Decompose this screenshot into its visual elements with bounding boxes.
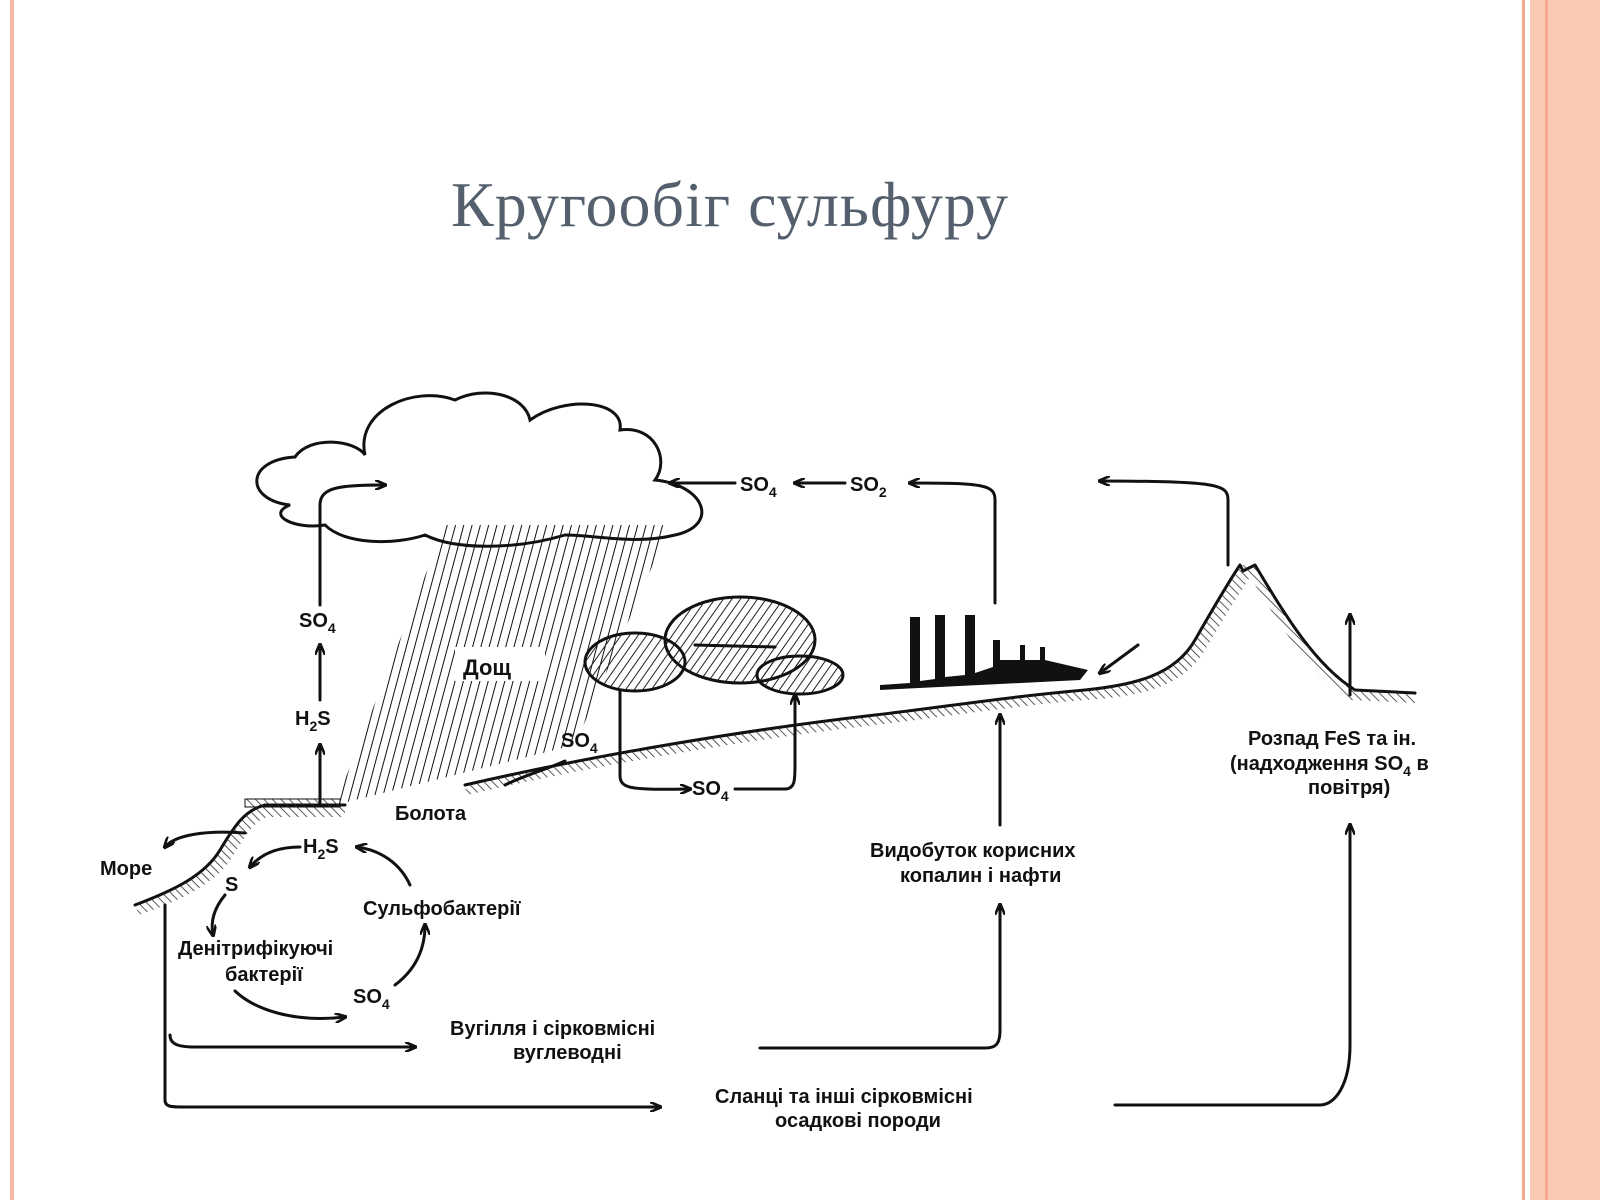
rock-left [583,631,687,693]
label-so4-slope: SO4 [561,730,598,756]
label-so4-top: SO4 [740,474,777,500]
slide-right-border-line [1522,0,1525,1200]
sulfur-cycle-diagram: Дощ SO4 H2S SO2 SO4 SO4 SO4 Болота Море … [100,391,1429,1132]
rock-arrow-line [693,643,777,649]
label-h2s-up: H2S [295,708,331,734]
label-coal-1: Вугілля і сірковмісні [450,1018,655,1040]
arrow-rocks-to-so4 [618,689,690,789]
rain-label-bg [455,647,545,681]
arrow-h2s-to-s [250,845,302,867]
label-fes-1: Розпад FeS та ін. [1248,728,1416,750]
mining-towers-icon [880,615,1088,690]
arrow-s-to-denitrifying [212,893,227,935]
arrow-shale-to-fes [1113,825,1350,1107]
arrow-so4-to-rock [733,695,795,791]
label-s-cycle: S [225,874,238,896]
label-fes-2: (надходження SO4 в [1230,753,1429,779]
arrow-denitrifying-to-so4 [233,989,345,1018]
label-swamp: Болота [395,803,467,825]
label-coal-2: вуглеводні [513,1042,622,1064]
arrow-to-slope [1100,643,1140,673]
slide-right-border [1530,0,1600,1200]
slide-left-border [10,0,14,1200]
label-denitrifying-2: бактерії [225,964,303,986]
slide-title: Кругообіг сульфуру [451,169,1009,240]
slide-right-border-line-2 [1545,0,1548,1200]
label-so4-bottom: SO4 [692,778,729,804]
ground-slope-hatch [465,565,1415,795]
label-sulfobacteria: Сульфобактерії [363,898,521,920]
arrow-to-sea [165,830,247,847]
label-so2-top: SO2 [850,474,887,500]
label-fes-3: повітря) [1308,777,1390,799]
arrow-so4-to-cloud [318,485,385,607]
label-denitrifying-1: Денітрифікуючі [178,938,333,960]
label-mining-2: копалин і нафти [900,865,1061,887]
label-mining-1: Видобуток корисних [870,840,1076,862]
label-shale-1: Сланці та інші сірковмісні [715,1086,973,1108]
label-so4-up: SO4 [299,610,336,636]
label-shale-2: осадкові породи [775,1110,941,1132]
slope-scratch [503,759,567,787]
arrow-volcano-to-air [1100,481,1230,567]
label-h2s-cycle: H2S [303,836,339,862]
swamp-strip [244,798,341,808]
sea-coast-hatch [135,805,345,915]
label-so4-cycle: SO4 [353,986,390,1012]
arrow-mining-to-so2 [910,483,997,605]
cloud-shape [255,391,704,548]
rain-label: Дощ [463,655,511,680]
arrow-sea-to-shale [163,903,660,1107]
rock-right [755,654,845,696]
arrow-coal-to-mining [758,905,1000,1050]
arrow-so4-to-sulfobacteria [393,925,425,987]
label-sea: Море [100,858,152,880]
arrow-sea-to-coal [168,1033,415,1047]
arrow-sulfobacteria-to-h2s [357,847,412,887]
